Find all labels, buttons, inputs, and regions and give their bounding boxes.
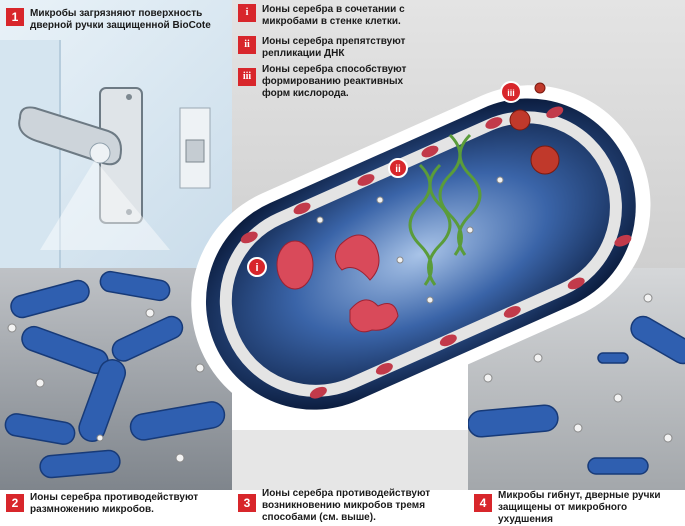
step-2-number: 2 — [6, 494, 24, 512]
marker-iii: iii — [500, 81, 522, 103]
step-1-text: Микробы загрязняют поверхность дверной р… — [30, 8, 211, 31]
step-4-number: 4 — [474, 494, 492, 512]
marker-ii: ii — [388, 158, 408, 178]
step-2-text: Ионы серебра противодействуют размножени… — [30, 492, 199, 515]
cell-wall — [219, 111, 622, 397]
svg-text:ii: ii — [395, 164, 401, 175]
svg-text:iii: iii — [507, 88, 515, 98]
panel-bottom-center — [232, 430, 468, 490]
wall-microbes — [240, 106, 632, 399]
step-3-number: 3 — [238, 494, 256, 512]
microbes-cluster — [4, 270, 226, 479]
mechanism-i-text: Ионы серебра в сочетании с микробами в с… — [262, 4, 405, 27]
panel-door-handle — [0, 0, 232, 268]
cell-body — [205, 98, 636, 410]
mechanism-iii-numeral: iii — [238, 68, 256, 86]
door-handle-illustration — [0, 40, 211, 268]
mechanism-i-numeral: i — [238, 4, 256, 22]
mechanism-iii-text: Ионы серебра способствуют формированию р… — [262, 64, 407, 99]
dna-strands — [408, 133, 482, 286]
mechanism-ii-numeral: ii — [238, 36, 256, 54]
silver-ions — [316, 176, 504, 304]
svg-text:i: i — [255, 262, 258, 274]
mechanism-ii-text: Ионы серебра препятствуют репликации ДНК — [262, 36, 406, 59]
inner-microbes — [276, 234, 399, 333]
step-4-text: Микробы гибнут, дверные ручки защищены о… — [498, 490, 661, 525]
marker-i: i — [247, 257, 267, 277]
step-1-number: 1 — [6, 8, 24, 26]
step-3-text: Ионы серебра противодействуют возникнове… — [262, 488, 431, 523]
reactive-oxygen — [509, 82, 560, 175]
